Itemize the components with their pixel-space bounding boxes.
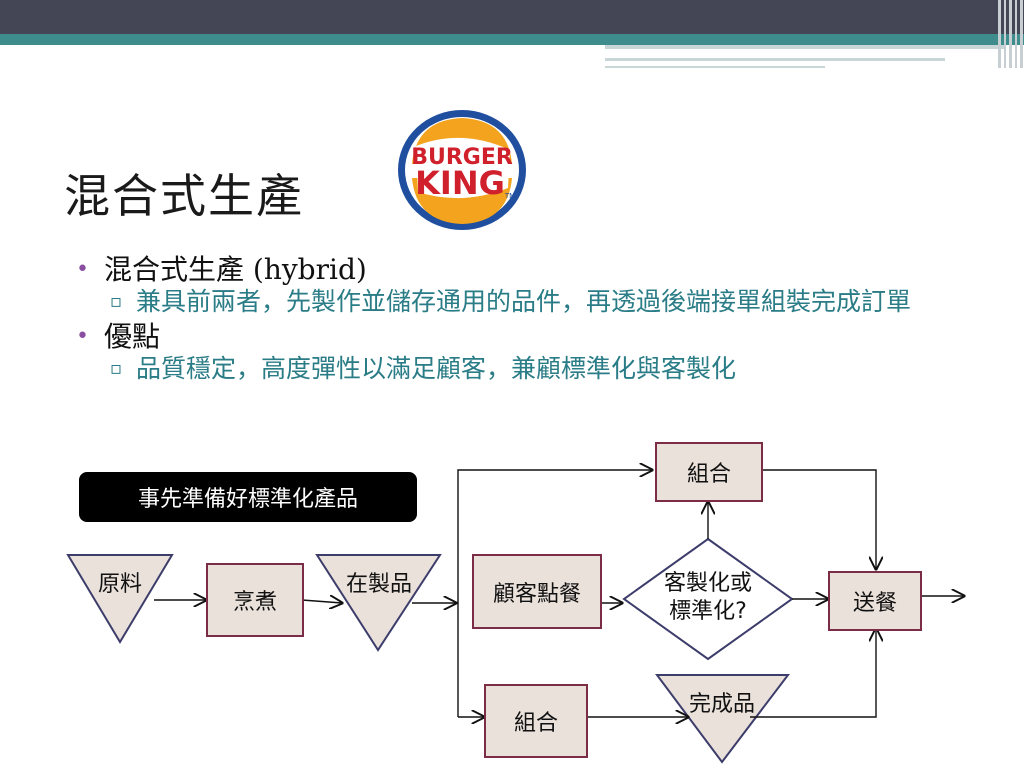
decor-stripe — [605, 58, 945, 61]
cook-box: 烹煮 — [206, 563, 304, 637]
customer-order-label: 顧客點餐 — [492, 581, 581, 607]
sub-bullet-item: ▫ 兼具前兩者，先製作並儲存通用的品件，再透過後端接單組裝完成訂單 — [76, 288, 976, 315]
decor-stripe — [605, 66, 825, 68]
burger-king-logo: BURGER KING TM — [398, 110, 526, 230]
decor-stripe — [605, 45, 1005, 49]
raw-material-label: 原料 — [97, 572, 142, 597]
decor-lines — [994, 0, 1024, 68]
logo-text-top: BURGER — [411, 145, 513, 170]
finished-goods-label: 完成品 — [688, 692, 755, 717]
bullet-dot-icon: • — [76, 324, 89, 349]
bullet-item: • 混合式生產 (hybrid) — [76, 252, 976, 288]
bullet-item: • 優點 — [76, 319, 976, 355]
deliver-label: 送餐 — [852, 591, 897, 616]
top-bar — [0, 0, 1024, 34]
logo-trademark: TM — [504, 192, 515, 200]
bullet-text: 混合式生產 (hybrid) — [104, 253, 367, 286]
customer-order-box: 顧客點餐 — [472, 554, 602, 629]
decision-diamond — [622, 537, 794, 661]
sub-bullet-item: ▫ 品質穩定，高度彈性以滿足顧客，兼顧標準化與客製化 — [76, 355, 976, 382]
bullet-text: 優點 — [104, 320, 161, 353]
slide-title: 混合式生產 — [64, 169, 304, 223]
assemble-top-label: 組合 — [686, 462, 731, 487]
assemble-top-box: 組合 — [655, 442, 763, 502]
decision-line-2: 標準化? — [669, 599, 747, 624]
decision-line-1: 客製化或 — [663, 571, 752, 596]
logo-text-bottom: KING — [415, 164, 505, 202]
assemble-bottom-label: 組合 — [513, 711, 558, 736]
raw-material-triangle — [66, 554, 174, 644]
sub-bullet-text: 兼具前兩者，先製作並儲存通用的品件，再透過後端接單組裝完成訂單 — [136, 287, 912, 316]
bullet-list: • 混合式生產 (hybrid) ▫ 兼具前兩者，先製作並儲存通用的品件，再透過後端… — [76, 252, 976, 386]
assemble-bottom-box: 組合 — [484, 684, 588, 758]
wip-label: 在製品 — [345, 572, 412, 597]
sub-bullet-text: 品質穩定，高度彈性以滿足顧客，兼顧標準化與客製化 — [136, 354, 737, 383]
standard-products-label: 事先準備好標準化產品 — [79, 472, 417, 522]
bullet-dot-icon: • — [76, 257, 89, 282]
decision-label: 客製化或 標準化? — [650, 570, 766, 626]
square-bullet-icon: ▫ — [110, 358, 123, 379]
square-bullet-icon: ▫ — [110, 291, 123, 312]
top-stripe — [0, 34, 1024, 45]
wip-triangle — [315, 554, 442, 652]
deliver-box: 送餐 — [828, 571, 922, 631]
cook-label: 烹煮 — [232, 590, 277, 615]
finished-goods-triangle — [655, 674, 791, 764]
